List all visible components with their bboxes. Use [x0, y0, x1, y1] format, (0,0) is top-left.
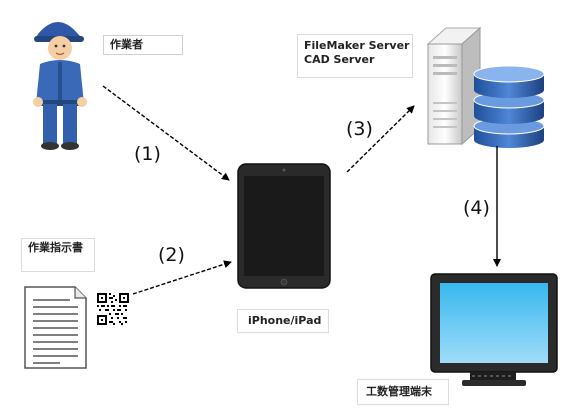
step-1-label: (1) — [134, 143, 161, 165]
arrow-1 — [102, 85, 230, 181]
server-icon — [426, 26, 482, 146]
arrow-3 — [346, 105, 415, 173]
arrow-2 — [132, 260, 232, 295]
server-label-line1: FileMaker Server — [304, 39, 410, 52]
monitor-icon — [430, 273, 558, 386]
qr-code-icon — [97, 293, 129, 325]
document-icon — [24, 286, 87, 369]
worker-icon — [33, 22, 87, 150]
work-order-label: 作業指示書 — [28, 241, 83, 254]
worker-label-box: 作業者 — [103, 35, 183, 55]
work-order-label-box: 作業指示書 — [21, 238, 95, 272]
step-2-label: (2) — [158, 244, 185, 266]
tablet-icon — [237, 163, 331, 289]
terminal-label-box: 工数管理端末 — [357, 379, 449, 405]
server-label-line2: CAD Server — [304, 53, 375, 66]
worker-label: 作業者 — [110, 38, 143, 51]
step-4-label: (4) — [463, 197, 490, 219]
server-label-box: FileMaker Server CAD Server — [297, 34, 413, 78]
device-label-box: iPhone/iPad — [237, 309, 329, 333]
device-label: iPhone/iPad — [248, 314, 322, 327]
step-3-label: (3) — [346, 118, 373, 140]
terminal-label: 工数管理端末 — [366, 385, 432, 398]
database-icon — [473, 65, 545, 148]
